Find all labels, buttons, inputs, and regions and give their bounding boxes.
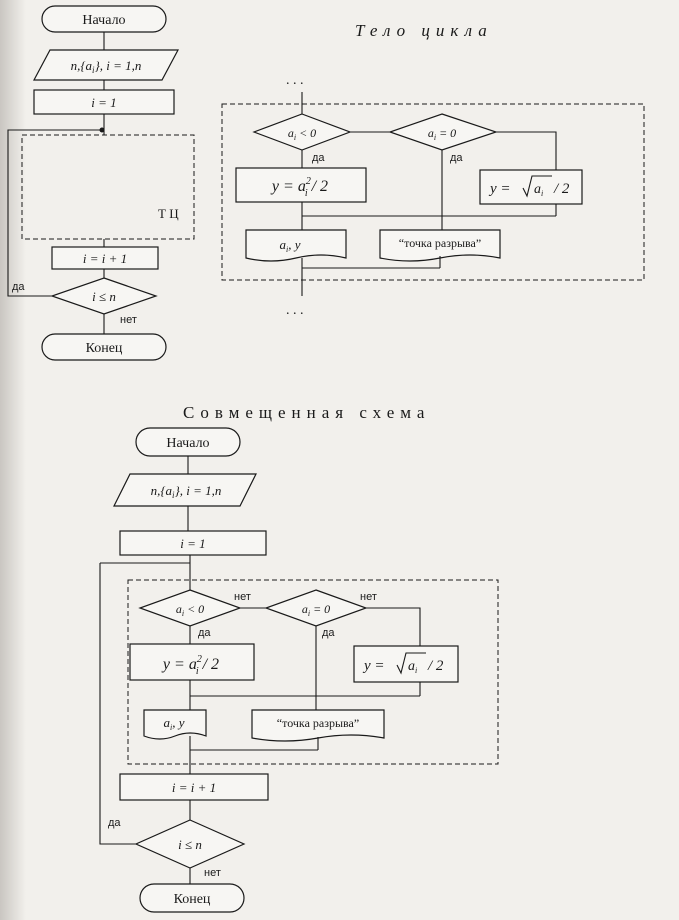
init-label-2: i = 1 xyxy=(180,536,205,551)
loop-body-scheme: Тело цикла . . . ai < 0 ai = 0 да да y =… xyxy=(221,21,645,318)
output-label: ai, y xyxy=(279,237,300,254)
output-document-2 xyxy=(143,709,207,740)
yes-label-1: да xyxy=(12,281,25,293)
yes-label-4: да xyxy=(198,627,211,639)
end-terminator-2 xyxy=(139,883,245,913)
calc-square-process xyxy=(235,167,367,203)
calc-sqrt-label: y = xyxy=(488,181,511,197)
loop-body-frame xyxy=(221,103,645,281)
start-label-2: Начало xyxy=(166,436,209,451)
end-label: Конец xyxy=(86,341,123,356)
sqrt-sign-icon xyxy=(522,175,552,198)
end-label-2: Конец xyxy=(174,892,211,907)
init-process-2 xyxy=(119,530,267,556)
break-point-label: “точка разрыва” xyxy=(399,236,481,250)
yes-label-3: да xyxy=(450,152,463,164)
calc-sqrt-process-2 xyxy=(353,645,459,683)
generic-loop-scheme: Начало n,{ai}, i = 1,n i = 1 Т Ц i = i +… xyxy=(7,5,195,361)
end-terminator xyxy=(41,333,167,361)
no-label-3: нет xyxy=(360,591,377,603)
yes-label-6: да xyxy=(108,817,121,829)
output-document xyxy=(245,229,347,262)
ellipsis-top: . . . xyxy=(286,73,304,88)
input-parallelogram xyxy=(33,49,179,81)
sqrt-sign-icon-2 xyxy=(396,652,426,675)
cond-zero-label: ai = 0 xyxy=(428,126,456,142)
svg-text:ai: ai xyxy=(534,182,543,198)
svg-text:/ 2: / 2 xyxy=(553,181,570,197)
calc-square-process-2 xyxy=(129,643,255,681)
increment-process xyxy=(51,246,159,270)
loop-condition-label: i ≤ n xyxy=(92,289,116,304)
svg-text:/ 2: / 2 xyxy=(427,658,444,674)
init-label: i = 1 xyxy=(91,95,116,110)
page-shadow xyxy=(0,0,26,920)
increment-label-2: i = i + 1 xyxy=(172,780,216,795)
combined-loop-body-frame xyxy=(127,579,499,765)
cond-negative-label: ai < 0 xyxy=(288,126,316,142)
loop-body-label: Т Ц xyxy=(158,206,179,221)
cond-negative-label-2: ai < 0 xyxy=(176,602,204,618)
no-label-1: нет xyxy=(120,314,137,326)
combined-heading: Совмещенная схема xyxy=(183,403,430,422)
init-process xyxy=(33,89,175,115)
loop-body-heading: Тело цикла xyxy=(355,21,493,40)
input-parallelogram-2 xyxy=(113,473,257,507)
increment-label: i = i + 1 xyxy=(83,251,127,266)
break-point-label-2: “точка разрыва” xyxy=(277,716,359,730)
cond-zero-label-2: ai = 0 xyxy=(302,602,330,618)
loop-condition-label-2: i ≤ n xyxy=(178,837,202,852)
output-label-2: ai, y xyxy=(163,715,184,732)
svg-text:ai: ai xyxy=(408,659,417,675)
calc-sqrt-label-2: y = xyxy=(362,658,385,674)
start-label: Начало xyxy=(82,13,125,28)
combined-scheme: Совмещенная схема Начало n,{ai}, i = 1,n… xyxy=(99,403,499,913)
input-label-2: n,{ai}, i = 1,n xyxy=(151,483,222,500)
loop-body-box xyxy=(21,134,195,240)
increment-process-2 xyxy=(119,773,269,801)
no-label-2: нет xyxy=(234,591,251,603)
yes-label-5: да xyxy=(322,627,335,639)
ellipsis-bottom: . . . xyxy=(286,303,304,318)
yes-label-2: да xyxy=(312,152,325,164)
calc-sqrt-process xyxy=(479,169,583,205)
input-label: n,{ai}, i = 1,n xyxy=(71,58,142,75)
no-label-4: нет xyxy=(204,867,221,879)
